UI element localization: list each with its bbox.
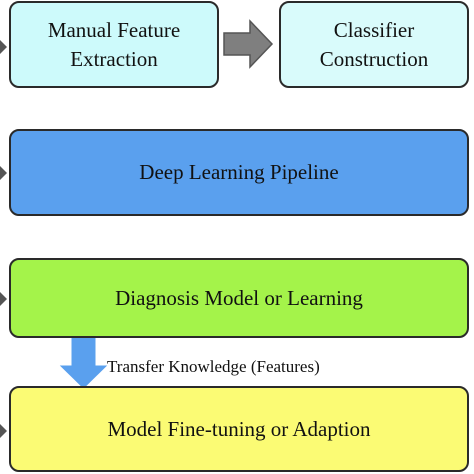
manual-feature-line1: Manual Feature: [47, 18, 181, 43]
classifier-construction-box: Classifier Construction: [279, 1, 469, 88]
deep-learning-label: Deep Learning Pipeline: [139, 160, 339, 185]
incoming-arrow-row4: [0, 424, 7, 438]
grey-right-arrow: [223, 19, 274, 69]
diagnosis-model-box: Diagnosis Model or Learning: [9, 258, 469, 338]
fine-tuning-label: Model Fine-tuning or Adaption: [107, 416, 371, 441]
manual-feature-extraction-box: Manual Feature Extraction: [9, 1, 219, 88]
deep-learning-pipeline-box: Deep Learning Pipeline: [9, 129, 469, 216]
model-fine-tuning-box: Model Fine-tuning or Adaption: [9, 386, 469, 472]
blue-down-arrow: [59, 337, 108, 389]
incoming-arrow-row2: [0, 166, 7, 180]
classifier-line2: Construction: [319, 46, 429, 71]
manual-feature-line2: Extraction: [70, 46, 158, 71]
incoming-arrow-row1: [0, 40, 7, 54]
classifier-line1: Classifier: [333, 18, 415, 43]
incoming-arrow-row3: [0, 292, 7, 306]
transfer-knowledge-label: Transfer Knowledge (Features): [107, 357, 320, 376]
diagnosis-label: Diagnosis Model or Learning: [115, 285, 363, 310]
